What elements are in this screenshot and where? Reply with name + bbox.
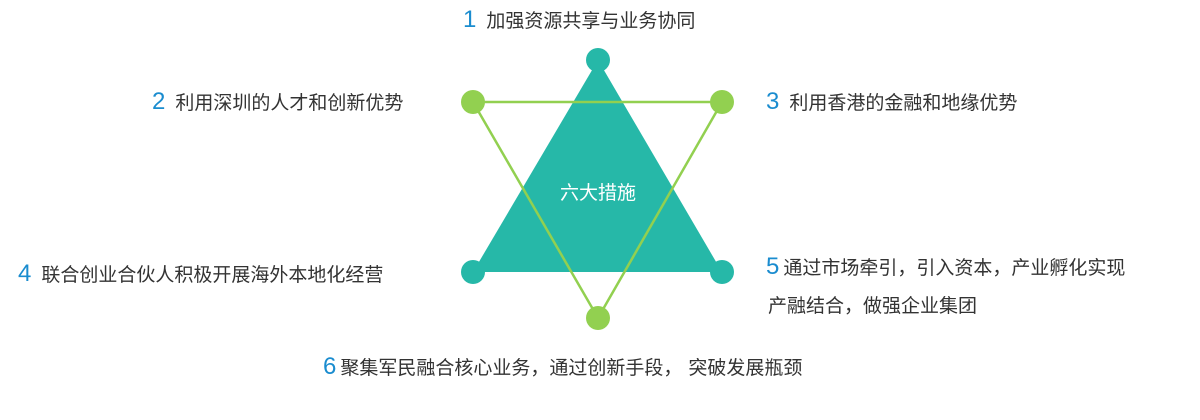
measure-3: 3 利用香港的金融和地缘优势 xyxy=(766,90,1017,115)
measure-number: 3 xyxy=(766,88,780,115)
measure-1: 1 加强资源共享与业务协同 xyxy=(463,8,695,33)
measure-text: 通过市场牵引，引入资本，产业孵化实现 xyxy=(783,257,1126,279)
center-label: 六大措施 xyxy=(559,182,636,204)
measure-2: 2 利用深圳的人才和创新优势 xyxy=(152,90,403,115)
measure-4: 4 联合创业合伙人积极开展海外本地化经营 xyxy=(18,262,383,287)
measure-number: 2 xyxy=(152,88,166,115)
teal-dot-bottom-left xyxy=(461,260,485,284)
measure-text: 加强资源共享与业务协同 xyxy=(486,10,696,32)
green-triangle-outline xyxy=(470,100,725,321)
green-dot-right xyxy=(710,90,734,114)
measure-number: 5 xyxy=(766,253,780,280)
teal-dot-bottom-right xyxy=(710,260,734,284)
measure-text: 联合创业合伙人积极开展海外本地化经营 xyxy=(41,264,384,286)
green-dot-left xyxy=(461,90,485,114)
measure-5-line-2: 产融结合，做强企业集团 xyxy=(768,295,978,317)
teal-triangle xyxy=(473,60,722,272)
measure-text: 利用香港的金融和地缘优势 xyxy=(789,92,1018,114)
teal-dot-top xyxy=(586,48,610,72)
measure-number: 1 xyxy=(463,6,477,33)
measure-number: 4 xyxy=(18,260,32,287)
measure-text: 利用深圳的人才和创新优势 xyxy=(175,92,404,114)
measure-text: 聚集军民融合核心业务，通过创新手段， 突破发展瓶颈 xyxy=(340,357,803,379)
green-dot-bottom xyxy=(586,306,610,330)
measure-number: 6 xyxy=(323,353,337,380)
